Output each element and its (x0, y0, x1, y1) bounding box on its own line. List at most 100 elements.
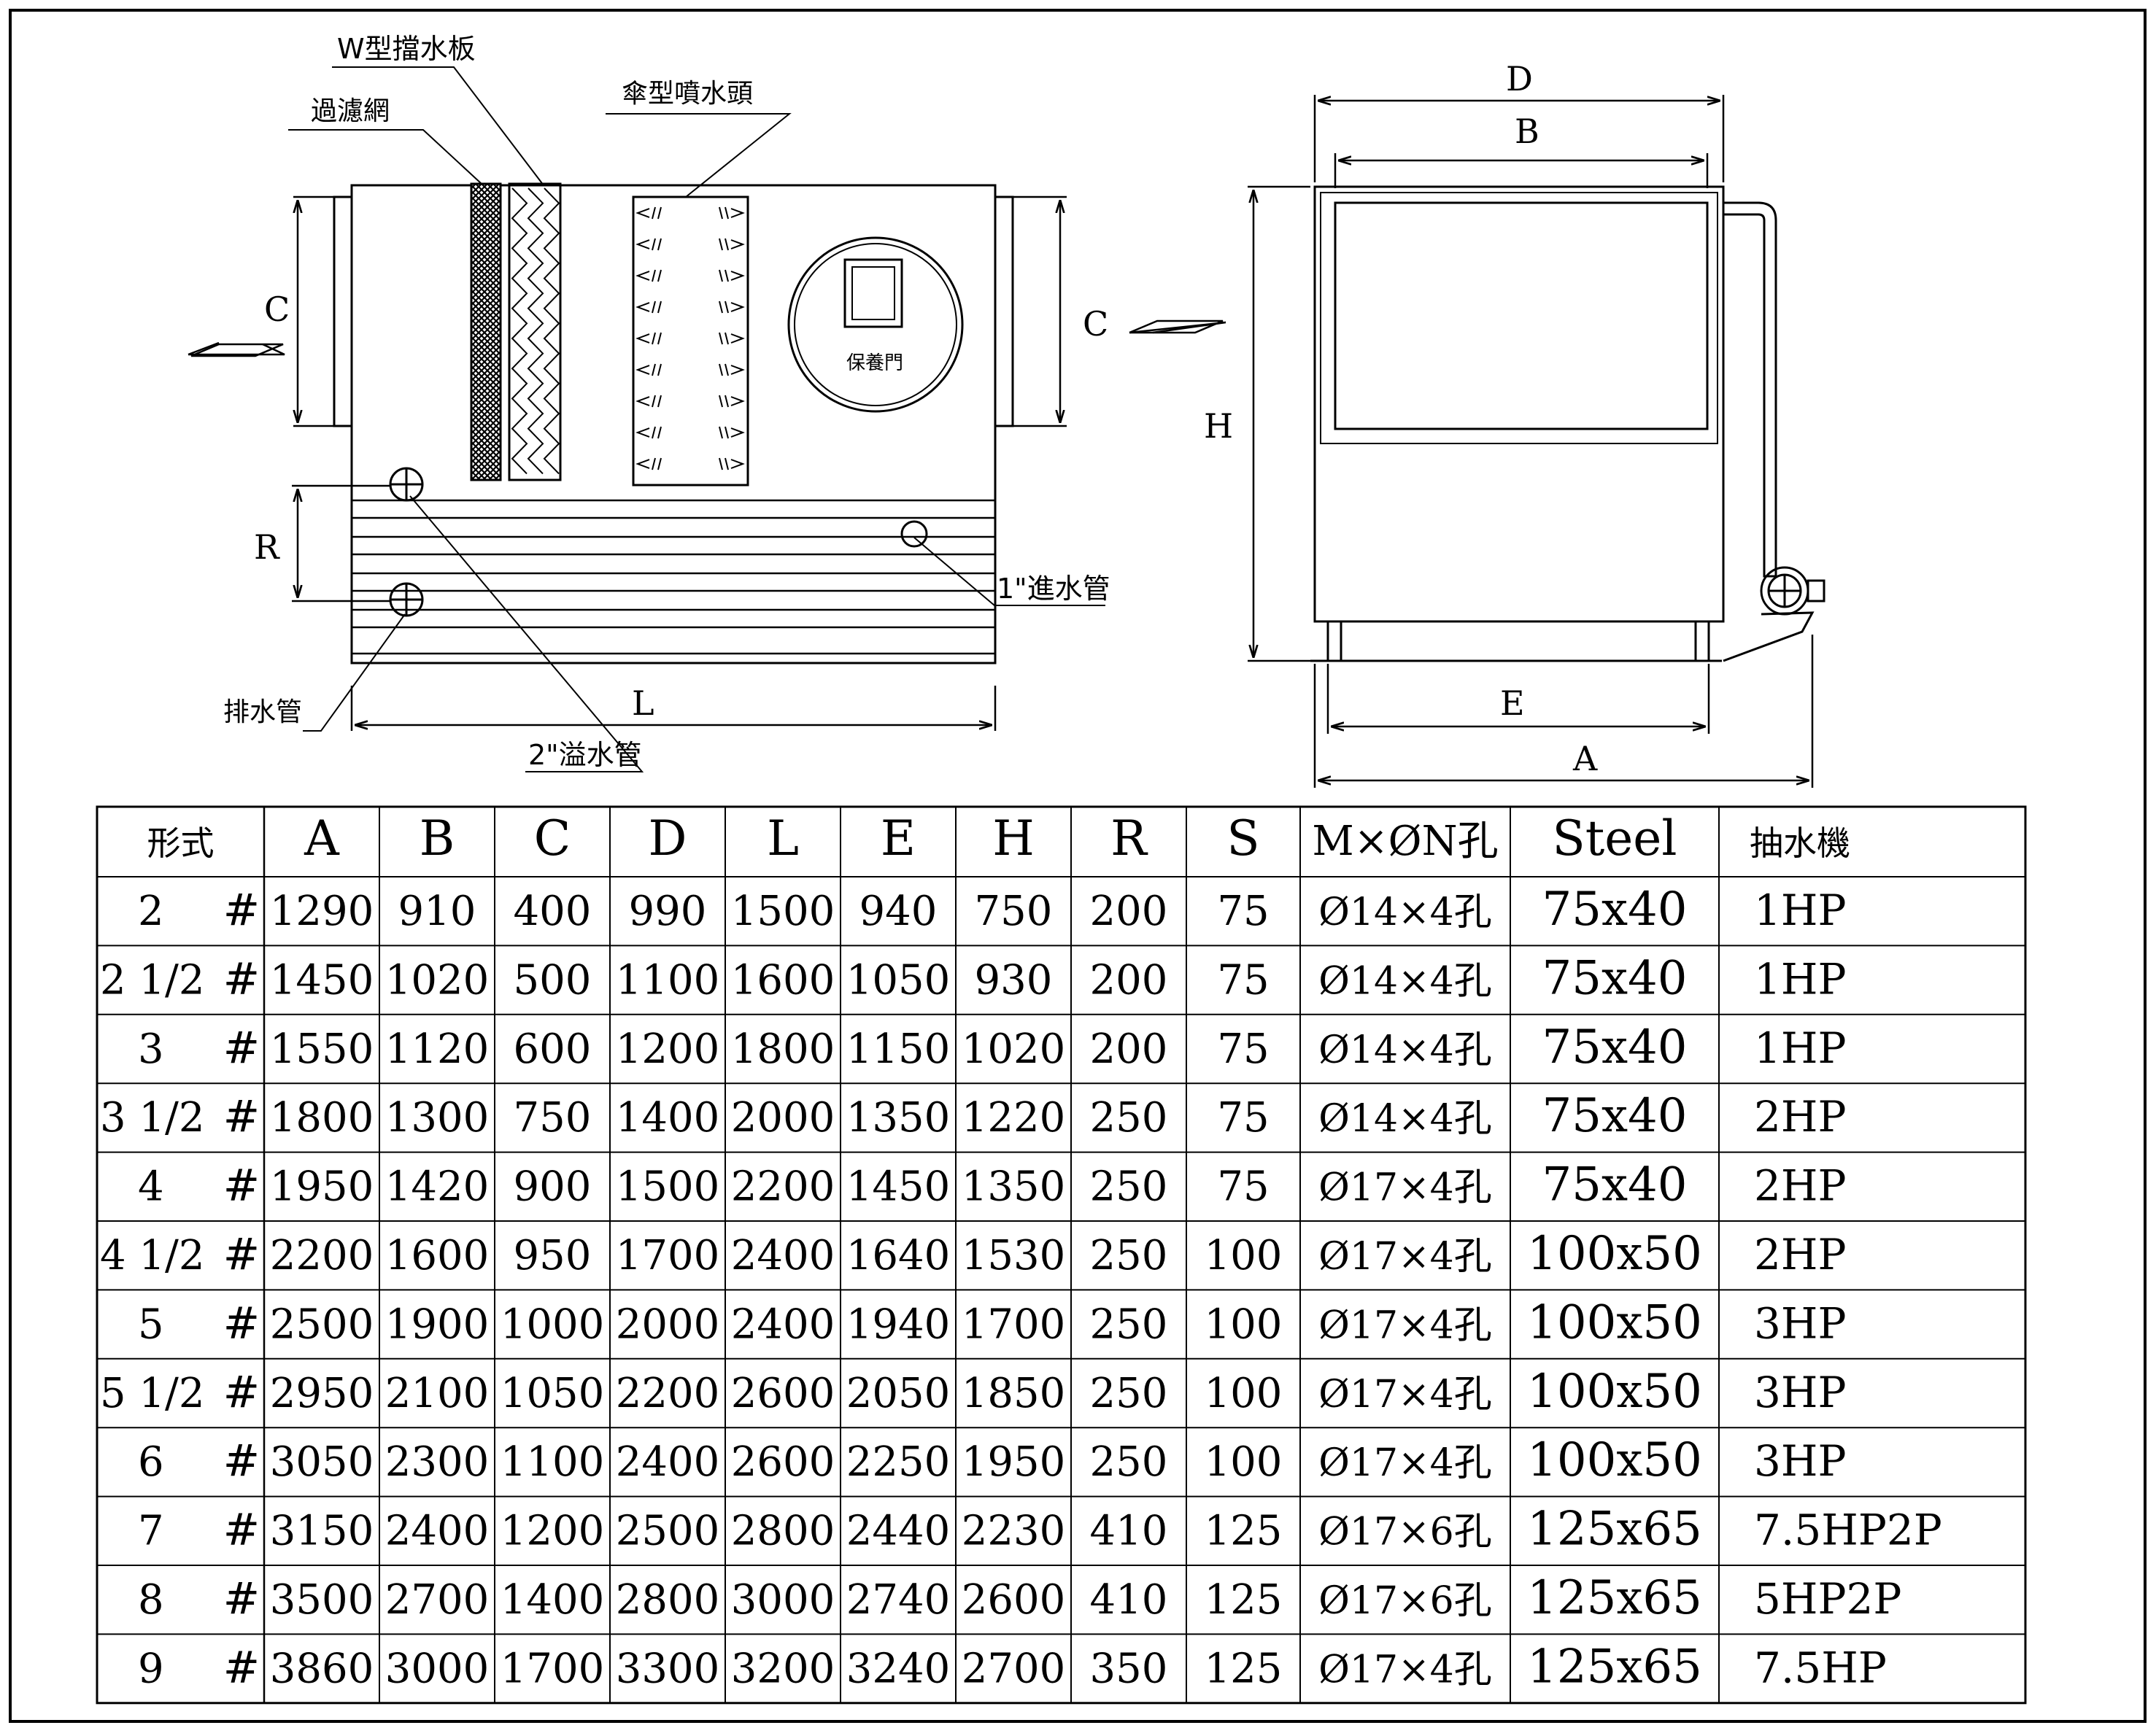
table-cell: 200 (1090, 956, 1168, 1004)
end-view (1310, 185, 1825, 662)
table-cell: 1700 (962, 1301, 1066, 1348)
dim-d: D (1506, 59, 1533, 98)
table-cell: 1950 (962, 1438, 1066, 1486)
table-cell: 2400 (731, 1301, 835, 1348)
table-cell: 1350 (846, 1094, 951, 1142)
table-cell: 8 (138, 1576, 164, 1624)
table-cell: 2300 (385, 1438, 490, 1486)
table-cell: 1200 (501, 1508, 605, 1555)
table-cell: 2050 (846, 1370, 951, 1417)
table-cell: 1150 (846, 1026, 951, 1073)
table-cell: 1700 (616, 1232, 720, 1279)
table-cell-suffix: # (223, 1229, 260, 1280)
table-cell: 125 (1205, 1576, 1283, 1624)
label-w-baffle: W型擋水板 (337, 33, 476, 65)
label-overflow: 2"溢水管 (528, 739, 642, 771)
table-cell: 1950 (270, 1163, 374, 1211)
right-flange (994, 195, 1014, 427)
table-cell: 1850 (962, 1370, 1066, 1417)
table-cell: 125x65 (1527, 1503, 1702, 1557)
nozzle-box (632, 195, 749, 487)
table-cell: 100x50 (1527, 1295, 1702, 1349)
table-cell: 2000 (616, 1301, 720, 1348)
table-header: 抽水機 (1750, 824, 1850, 863)
table-cell: 1450 (270, 956, 374, 1004)
door-window (843, 258, 903, 328)
table-cell: Ø17×4孔 (1318, 1303, 1491, 1347)
table-cell-suffix: # (223, 1435, 260, 1487)
table-cell: 100x50 (1527, 1227, 1702, 1281)
label-drain: 排水管 (223, 697, 302, 727)
table-cell: 200 (1090, 1026, 1168, 1073)
table-cell: 75 (1217, 1163, 1269, 1211)
table-cell-suffix: # (223, 1642, 260, 1693)
table-cell: 2800 (616, 1576, 720, 1624)
table-cell: 1600 (385, 1232, 490, 1279)
label-inlet: 1"進水管 (997, 573, 1110, 605)
table-cell-suffix: # (223, 1505, 260, 1556)
table-cell: 1640 (846, 1232, 951, 1279)
table-cell: 1050 (846, 956, 951, 1004)
table-cell: 3860 (270, 1645, 374, 1692)
table-cell: 1530 (962, 1232, 1066, 1279)
table-cell: 7.5HP (1754, 1643, 1887, 1692)
table-cell: 2200 (270, 1232, 374, 1279)
table-cell: 5 1/2 (100, 1370, 205, 1417)
table-cell: Ø17×4孔 (1318, 1648, 1491, 1692)
filter-mesh (470, 182, 502, 481)
inlet-pipe (900, 520, 928, 548)
label-filter: 過濾網 (311, 96, 390, 126)
table-cell: 100 (1205, 1232, 1283, 1279)
table-cell-suffix: # (223, 885, 260, 936)
table-cell: 1350 (962, 1163, 1066, 1211)
table-cell: 2600 (962, 1576, 1066, 1624)
table-cell-suffix: # (223, 1298, 260, 1349)
table-cell: 2500 (270, 1301, 374, 1348)
table-cell: 2740 (846, 1576, 951, 1624)
table-cell: 1450 (846, 1163, 951, 1211)
table-cell: 3500 (270, 1576, 374, 1624)
table-cell: 3200 (731, 1645, 835, 1692)
dim-c-left: C (264, 290, 290, 329)
table-cell: 1100 (501, 1438, 605, 1486)
table-cell: 4 (138, 1163, 164, 1211)
table-cell: 100x50 (1527, 1365, 1702, 1419)
table-cell: 250 (1090, 1163, 1168, 1211)
table-cell: 500 (514, 956, 592, 1004)
table-cell: 2700 (385, 1576, 490, 1624)
table-cell: Ø17×4孔 (1318, 1373, 1491, 1417)
table-cell: 1120 (385, 1026, 490, 1073)
table-cell: 250 (1090, 1094, 1168, 1142)
table-cell: 1100 (616, 956, 720, 1004)
table-cell: 125 (1205, 1645, 1283, 1692)
table-cell: 7.5HP2P (1754, 1506, 1942, 1555)
table-border (96, 805, 2027, 1705)
table-cell: 75x40 (1542, 1089, 1688, 1143)
table-cell: 1050 (501, 1370, 605, 1417)
table-cell: 75 (1217, 1094, 1269, 1142)
table-cell: 75x40 (1542, 1158, 1688, 1212)
table-cell: 125 (1205, 1508, 1283, 1555)
table-cell: 1800 (731, 1026, 835, 1073)
table-cell: 1290 (270, 888, 374, 935)
table-cell: 2100 (385, 1370, 490, 1417)
water-basin (352, 499, 995, 655)
table-header: C (534, 810, 571, 867)
table-cell: 1420 (385, 1163, 490, 1211)
table-cell: 2700 (962, 1645, 1066, 1692)
table-cell: Ø17×4孔 (1318, 1235, 1491, 1279)
w-baffle (508, 182, 562, 481)
table-cell: 3HP (1754, 1368, 1847, 1417)
table-header: E (881, 810, 916, 867)
maintenance-door (787, 236, 964, 413)
leaders (288, 66, 1105, 772)
table-cell: 200 (1090, 888, 1168, 935)
dim-l: L (632, 683, 654, 723)
table-cell: 950 (514, 1232, 592, 1279)
dim-r: R (254, 527, 280, 567)
dim-a: A (1572, 739, 1598, 778)
